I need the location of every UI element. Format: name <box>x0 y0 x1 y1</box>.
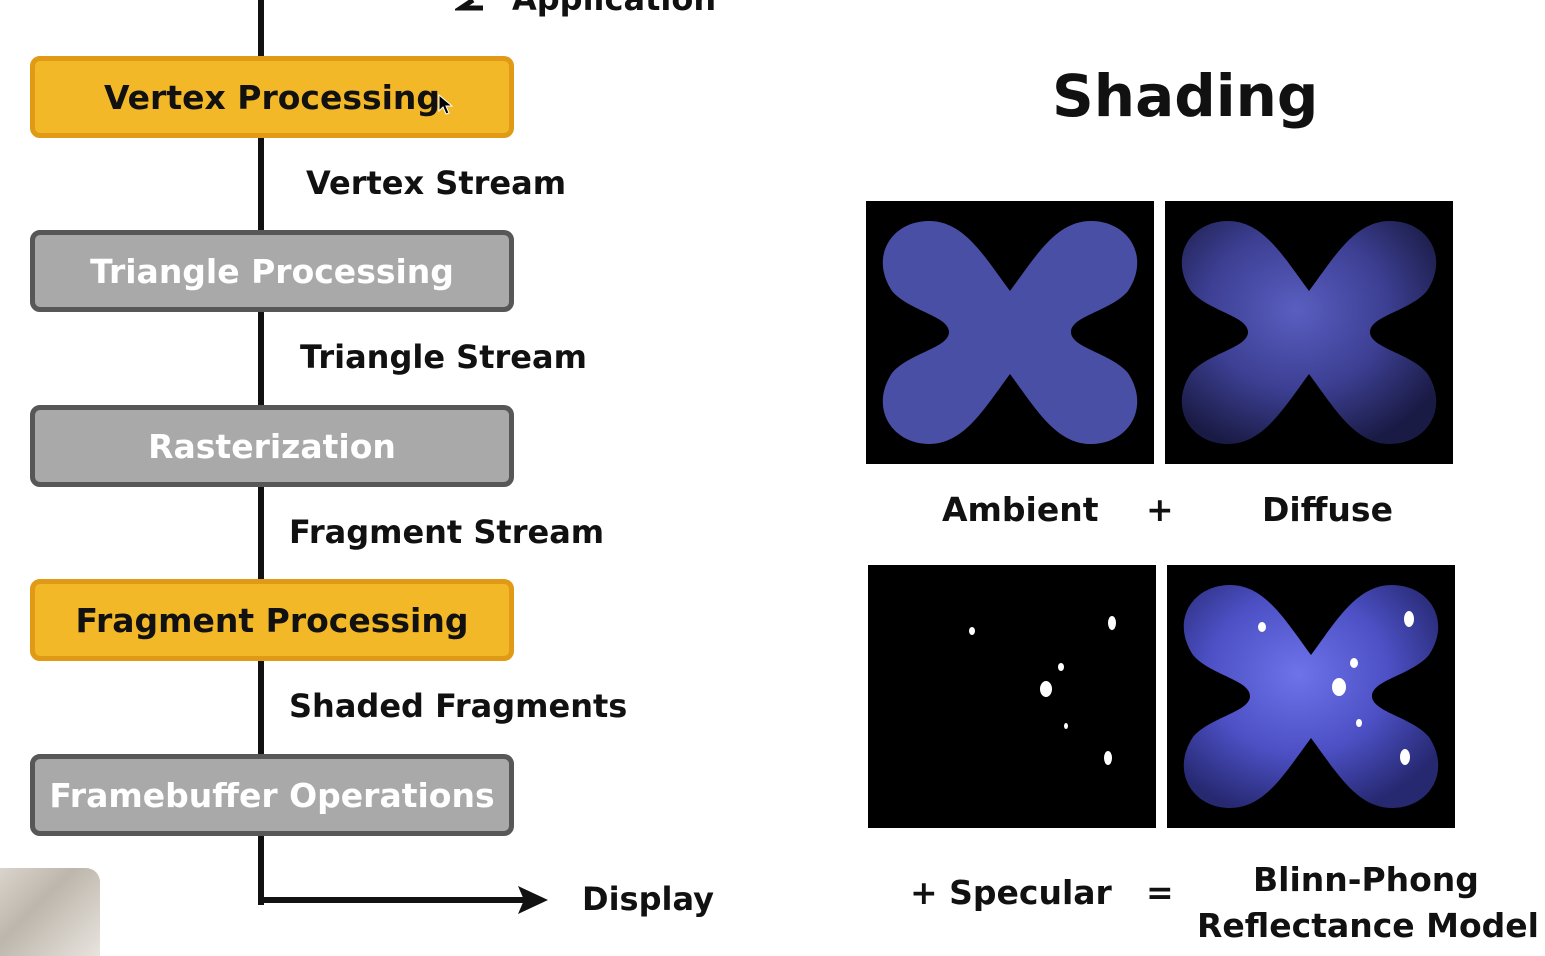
display-label: Display <box>582 880 714 918</box>
application-arrow-icon <box>455 0 483 11</box>
stream-shaded-fragments: Shaded Fragments <box>289 687 628 725</box>
stream-vertex: Vertex Stream <box>306 164 567 202</box>
mouse-cursor-icon <box>438 94 454 115</box>
stage-vertex-processing[interactable]: Vertex Processing <box>30 56 514 138</box>
application-label: Application <box>512 0 716 18</box>
stage-rasterization[interactable]: Rasterization <box>30 405 514 487</box>
ambient-image <box>866 201 1154 464</box>
stage-framebuffer-operations[interactable]: Framebuffer Operations <box>30 754 514 836</box>
corner-photo <box>0 868 100 956</box>
stream-fragment: Fragment Stream <box>289 513 605 551</box>
shading-title: Shading <box>1052 62 1319 130</box>
diffuse-image <box>1165 201 1453 464</box>
stage-triangle-processing[interactable]: Triangle Processing <box>30 230 514 312</box>
display-arrow-line <box>258 897 528 903</box>
equals-sign: = <box>1146 873 1174 912</box>
result-label-line2: Reflectance Model <box>1197 906 1539 945</box>
specular-label: + Specular <box>910 873 1112 912</box>
specular-image <box>868 565 1156 828</box>
blinn-phong-image <box>1167 565 1455 828</box>
diffuse-label: Diffuse <box>1262 490 1393 529</box>
ambient-label: Ambient <box>942 490 1099 529</box>
result-label-line1: Blinn-Phong <box>1253 860 1479 899</box>
display-arrow-icon <box>518 886 548 914</box>
stream-triangle: Triangle Stream <box>300 338 587 376</box>
plus-sign: + <box>1146 490 1174 529</box>
stage-fragment-processing[interactable]: Fragment Processing <box>30 579 514 661</box>
